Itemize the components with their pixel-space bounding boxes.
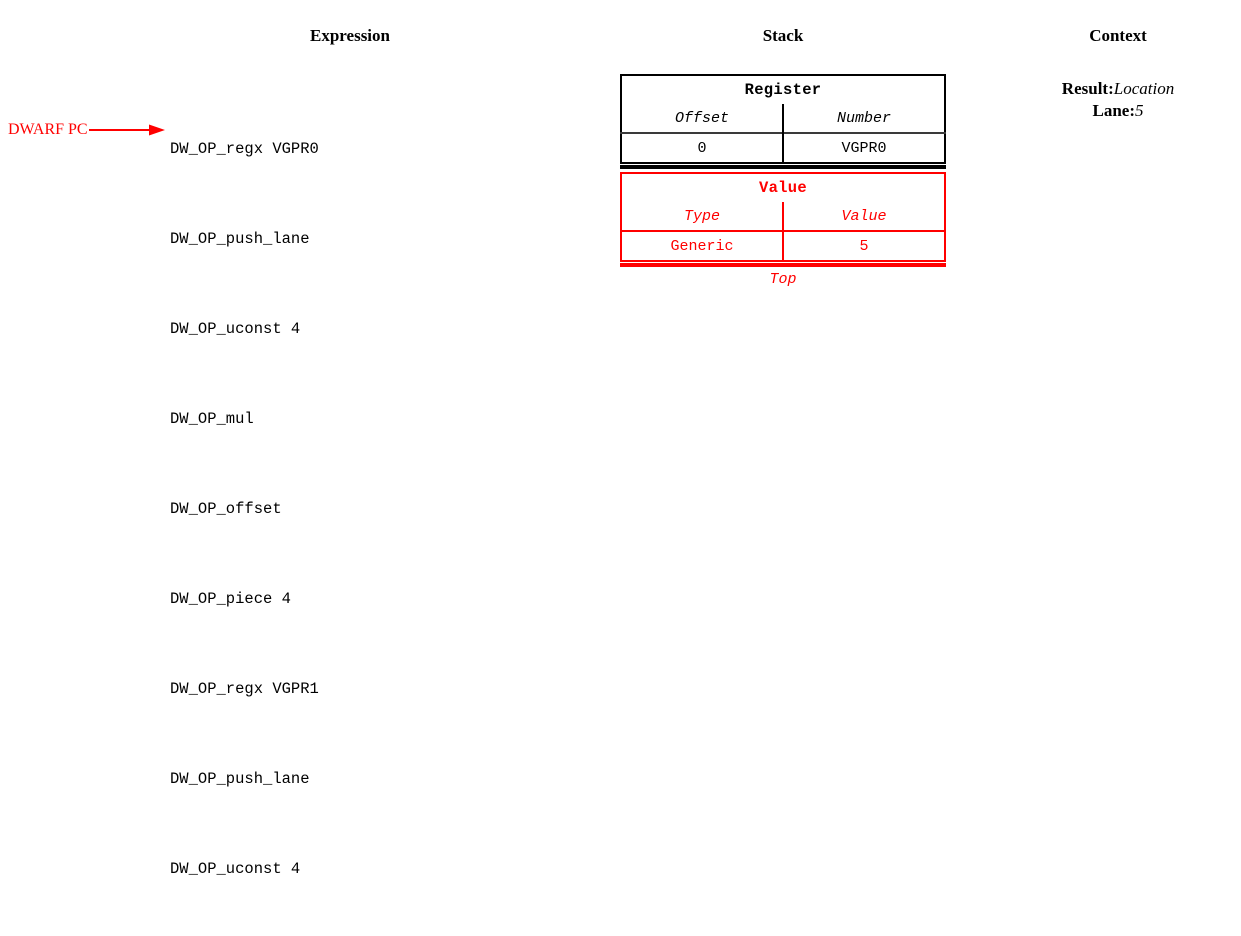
column-heading-context: Context <box>1089 26 1147 45</box>
value-table-title: Value <box>758 179 807 197</box>
expression-line: DW_OP_regx VGPR0 <box>170 140 319 158</box>
table-row: Generic 5 <box>621 230 945 261</box>
context-panel: Result:Location Lane:5 <box>1062 78 1174 122</box>
context-row-result: Result:Location <box>1062 78 1174 100</box>
stack-entry-value: Value Type Value Generic 5 <box>620 172 946 262</box>
dwarf-pc-marker: DWARF PC <box>8 118 167 142</box>
expression-line: DW_OP_push_lane <box>170 770 310 788</box>
register-column-header-number: Number <box>836 109 891 127</box>
stack-area: Register Offset Number 0 VGPR0 Value Typ… <box>620 74 946 291</box>
expression-line: DW_OP_push_lane <box>170 230 310 248</box>
expression-line: DW_OP_regx VGPR1 <box>170 680 319 698</box>
register-column-header-offset: Offset <box>621 104 784 133</box>
stack-separator-rule <box>620 165 946 169</box>
register-table-title: Register <box>744 81 822 99</box>
dwarf-pc-label: DWARF PC <box>8 121 88 138</box>
expression-line: DW_OP_mul <box>170 410 254 428</box>
value-cell-type: Generic <box>621 230 784 261</box>
table-row: 0 VGPR0 <box>621 132 945 163</box>
column-heading-expression: Expression <box>310 26 390 45</box>
table-header-row: Offset Number <box>621 104 945 133</box>
expression-line: DW_OP_uconst 4 <box>170 320 301 338</box>
register-value-offset: 0 <box>621 132 784 163</box>
table-title-row: Register <box>621 75 945 104</box>
register-value-number: VGPR0 <box>783 132 945 163</box>
expression-line: DW_OP_piece 4 <box>170 590 291 608</box>
stack-bottom-rule <box>620 263 946 267</box>
context-key-result: Result: <box>1061 79 1114 98</box>
stack-entry-register: Register Offset Number 0 VGPR0 <box>620 74 946 164</box>
value-cell-value: 5 <box>783 230 945 261</box>
context-value-result: Location <box>1113 79 1175 98</box>
expression-list: DW_OP_regx VGPR0 DW_OP_push_lane DW_OP_u… <box>170 74 319 936</box>
context-key-lane: Lane: <box>1092 101 1136 120</box>
table-title-row: Value <box>621 173 945 202</box>
expression-line: DW_OP_uconst 4 <box>170 860 301 878</box>
table-header-row: Type Value <box>621 202 945 231</box>
arrow-right-icon <box>88 124 165 136</box>
value-column-header-type: Type <box>621 202 784 231</box>
context-value-lane: 5 <box>1135 101 1144 120</box>
column-heading-stack: Stack <box>762 26 804 45</box>
context-row-lane: Lane:5 <box>1062 100 1174 122</box>
expression-line: DW_OP_offset <box>170 500 282 518</box>
stack-top-label: Top <box>769 271 797 288</box>
value-column-header-value: Value <box>841 207 887 225</box>
